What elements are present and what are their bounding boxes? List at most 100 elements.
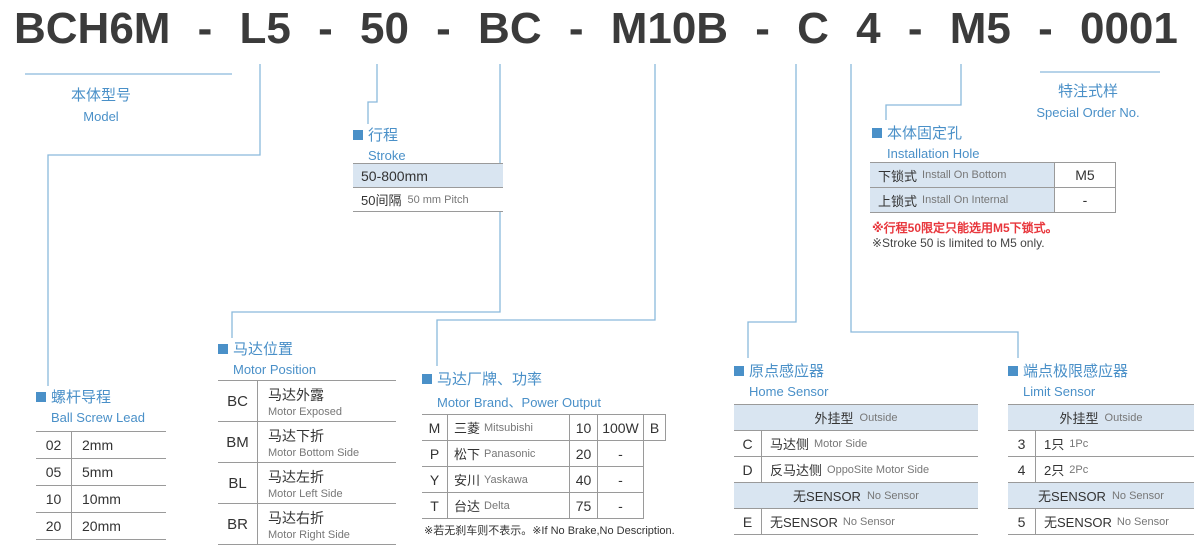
group-cn: 外挂型 [814,411,854,426]
code-cell: D [734,457,762,482]
table-row: 05 5mm [36,459,166,486]
group-header-outside: 外挂型 Outside [734,405,978,431]
bullet-square-icon [734,365,744,376]
desc-en: 2Pc [1069,463,1089,476]
motor-position-title-cn: 马达位置 [233,341,294,358]
installation-hole-title-cn: 本体固定孔 [887,125,963,142]
model-section-title: 本体型号 Model [56,84,146,124]
motor-brand-note: ※若无刹车则不表示。※If No Brake,No Description. [424,525,675,537]
installation-hole-table: 下锁式 Install On Bottom M5 上锁式 Install On … [870,162,1116,213]
desc-cn: 马达下折 [268,428,324,444]
home-sensor-title-en: Home Sensor [749,384,829,399]
desc-en: Motor Bottom Side [268,447,360,459]
power-cell: - [598,493,644,519]
group-en: No Sensor [1111,489,1164,502]
value-cell: 2mm [82,437,114,453]
special-order-title-en: Special Order No. [1036,105,1140,120]
model-segment-stroke: 50 [360,4,409,53]
value-cell: 20mm [82,518,121,534]
brand-en: Mitsubishi [484,421,533,434]
brake-cell [644,493,666,519]
connector-installation-hole [885,64,962,120]
desc-en: Motor Exposed [268,406,342,418]
group-cn: 无SENSOR [1038,489,1106,504]
special-order-section-title: 特注式样 Special Order No. [1008,80,1168,120]
desc-en: Motor Left Side [268,488,343,500]
desc-cell: 无SENSOR No Sensor [762,509,978,534]
model-segment-limit-sensor: 4 [856,4,881,53]
install-label-cn: 下锁式 [878,168,918,184]
installation-hole-note-en: ※Stroke 50 is limited to M5 only. [872,236,1045,250]
desc-cn: 马达外露 [268,387,324,403]
home-sensor-section-title: 原点感应器 Home Sensor [734,360,828,399]
table-row: Y 安川 Yaskawa 40 - [422,467,666,493]
model-title-en: Model [83,109,119,124]
desc-cn: 无SENSOR [770,515,838,530]
desc-cn: 2只 [1044,463,1065,478]
desc-cell: 无SENSOR No Sensor [1036,509,1194,534]
model-segment-special-order: 0001 [1079,4,1178,53]
desc-cell: 马达左折 Motor Left Side [258,463,396,503]
model-segment-motor-position: BC [478,4,542,53]
limit-sensor-title-en: Limit Sensor [1023,384,1096,399]
motor-brand-title-cn: 马达厂牌、功率 [437,371,543,388]
desc-cell: 马达外露 Motor Exposed [258,381,396,421]
code-cell: BM [218,422,258,462]
power-code-cell: 10 [570,415,598,441]
motor-brand-section-title: 马达厂牌、功率 Motor Brand、Power Output [422,368,601,411]
bullet-square-icon [218,343,228,354]
table-row: T 台达 Delta 75 - [422,493,666,519]
value-cell: 10mm [82,491,121,507]
ball-screw-lead-table: 02 2mm 05 5mm 10 10mm 20 20mm [36,431,166,540]
table-row: 10 10mm [36,486,166,513]
table-row: E 无SENSOR No Sensor [734,509,978,535]
code-cell: C [734,431,762,456]
table-row: M 三菱 Mitsubishi 10 100W B [422,415,666,441]
table-row: 50间隔 50 mm Pitch [353,188,503,212]
code-cell: BL [218,463,258,503]
code-cell: 5 [1008,509,1036,534]
motor-position-table: BC 马达外露 Motor Exposed BM 马达下折 Motor Bott… [218,380,396,545]
desc-cell: 马达右折 Motor Right Side [258,504,396,544]
group-header-no-sensor: 无SENSOR No Sensor [1008,483,1194,509]
bullet-square-icon [353,129,363,140]
motor-brand-table: M 三菱 Mitsubishi 10 100W B P 松下 Panasonic… [422,414,666,519]
brand-cell: 安川 Yaskawa [448,467,570,493]
limit-sensor-section-title: 端点极限感应器 Limit Sensor [1008,360,1128,399]
motor-position-title-en: Motor Position [233,362,317,377]
model-separator: - [197,4,213,53]
desc-cell: 1只 1Pc [1036,431,1194,456]
model-segment-motor-brand: M10B [610,4,729,53]
bullet-square-icon [1008,365,1018,376]
brand-cn: 三菱 [454,421,481,436]
group-header-outside: 外挂型 Outside [1008,405,1194,431]
desc-en: Motor Right Side [268,529,350,541]
connector-stroke [367,64,378,124]
desc-cn: 马达右折 [268,510,324,526]
brand-cn: 安川 [454,473,481,488]
table-row: D 反马达侧 OppoSite Motor Side [734,457,978,483]
installation-hole-title-en: Installation Hole [887,146,980,161]
table-row: 下锁式 Install On Bottom M5 [870,163,1116,188]
desc-cell: 2只 2Pc [1036,457,1194,482]
desc-cn: 马达左折 [268,469,324,485]
desc-en: OppoSite Motor Side [827,463,930,476]
table-row: BC 马达外露 Motor Exposed [218,381,396,422]
desc-cell: 马达侧 Motor Side [762,431,978,456]
code-cell: 3 [1008,431,1036,456]
stroke-title-cn: 行程 [368,127,399,144]
group-cn: 外挂型 [1059,411,1099,426]
limit-sensor-table: 外挂型 Outside 3 1只 1Pc 4 2只 2Pc 无SENSOR No… [1008,404,1194,535]
install-label-en: Install On Bottom [922,169,1007,181]
brake-cell [644,441,666,467]
bullet-square-icon [872,127,882,138]
brand-en: Yaskawa [484,473,528,486]
power-cell: - [598,467,644,493]
brand-cell: 松下 Panasonic [448,441,570,467]
home-sensor-table: 外挂型 Outside C 马达侧 Motor Side D 反马达侧 Oppo… [734,404,978,535]
stroke-range: 50-800mm [361,167,428,184]
code-cell: M [422,415,448,441]
desc-cell: 反马达侧 OppoSite Motor Side [762,457,978,482]
stroke-section-title: 行程 Stroke [353,124,406,163]
brake-cell [644,467,666,493]
